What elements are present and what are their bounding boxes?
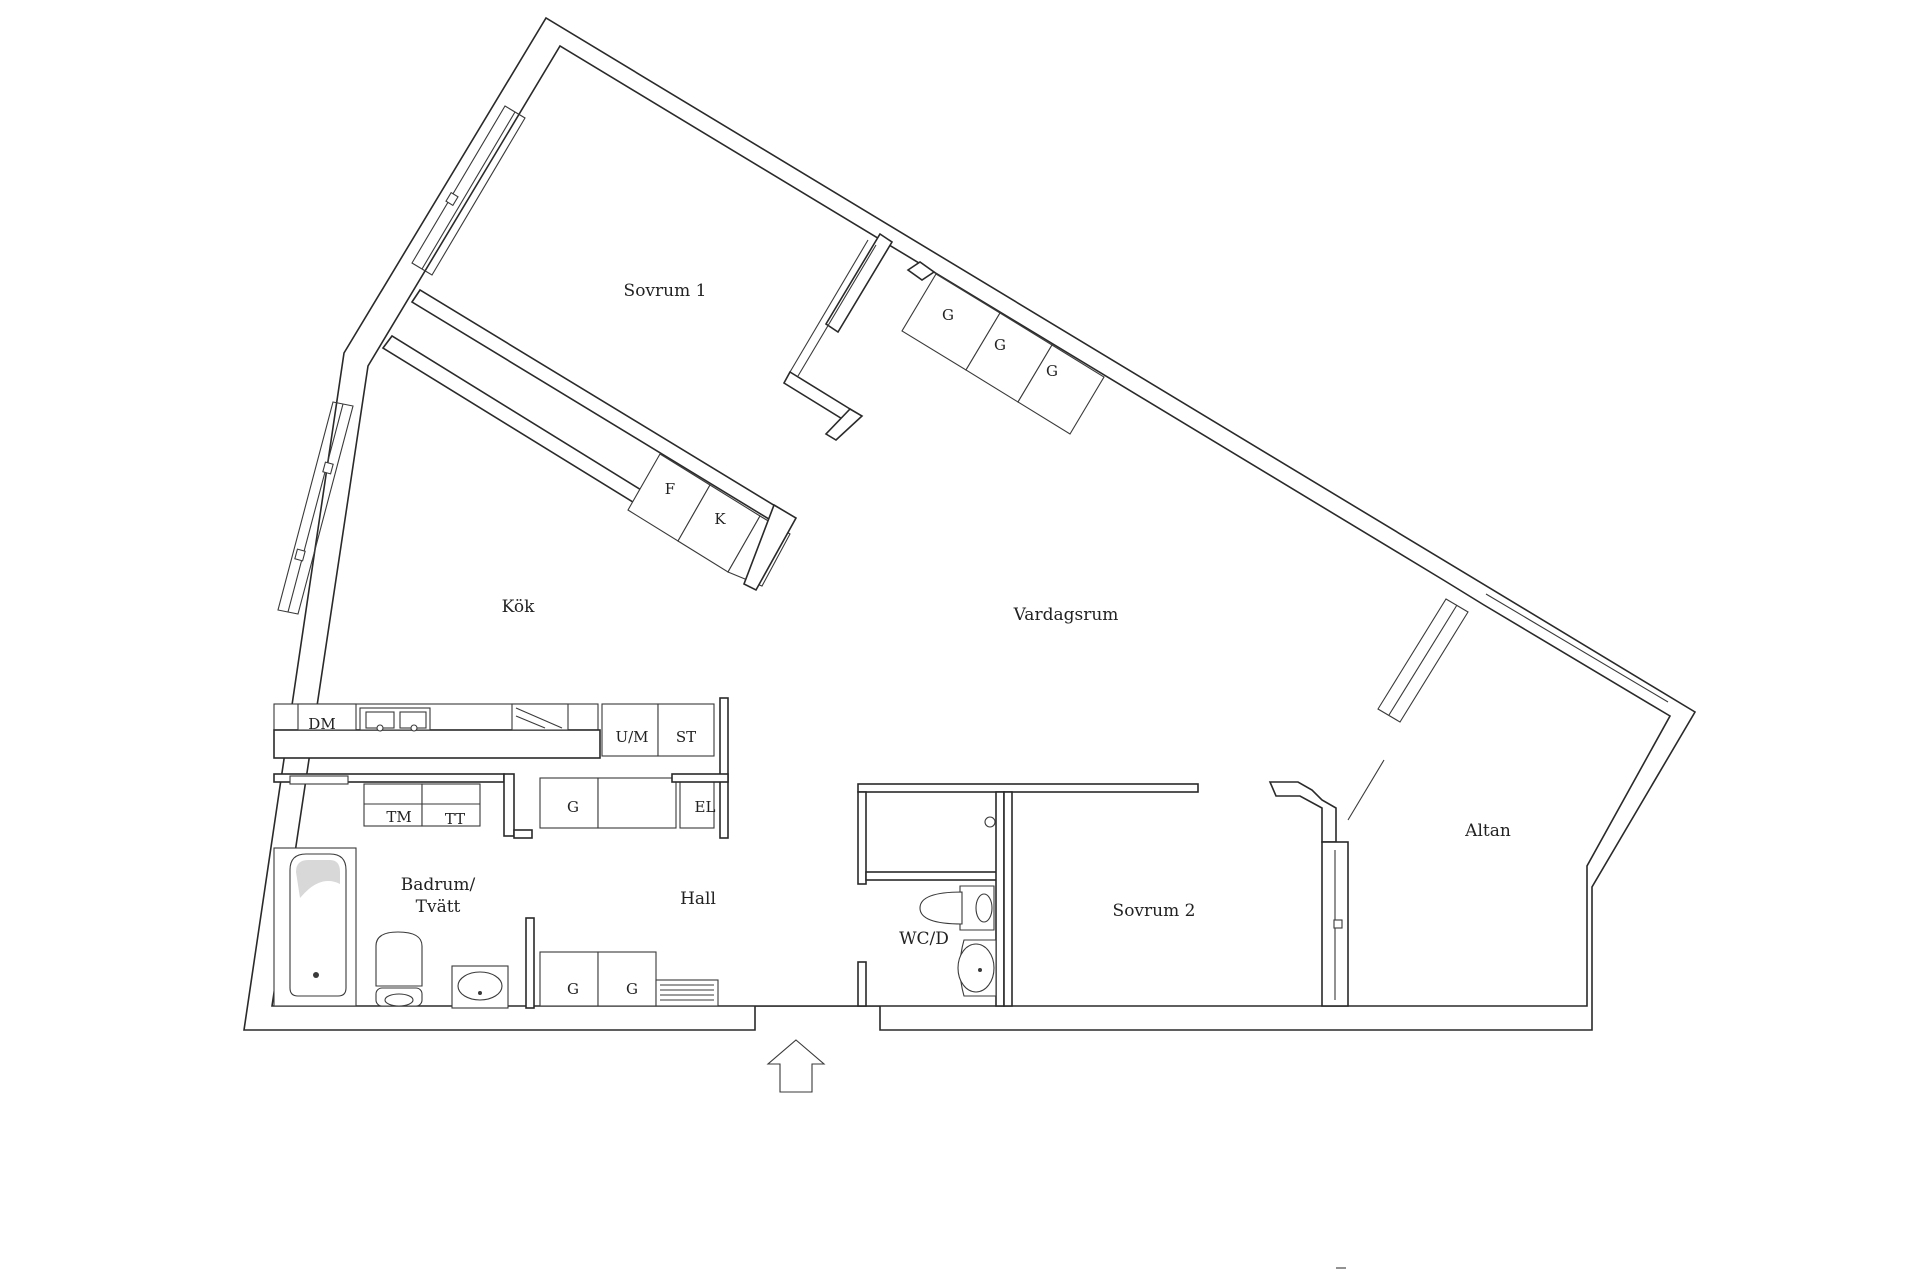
dryer-label: TT: [445, 810, 465, 828]
room-label-kok: Kök: [502, 597, 535, 617]
bathroom-fixtures: [273, 847, 997, 1009]
washer-label: TM: [386, 808, 411, 826]
windows: [277, 105, 1669, 723]
interior-walls: [273, 232, 1385, 1009]
wardrobe-label: G: [942, 306, 954, 324]
wardrobe-label: G: [994, 336, 1006, 354]
room-label-sovrum2: Sovrum 2: [1113, 901, 1196, 921]
room-label-altan: Altan: [1464, 821, 1511, 841]
room-label-badrum-line1: Badrum/: [401, 875, 476, 895]
electrical-label: EL: [695, 798, 716, 816]
microwave-label: U/M: [615, 728, 648, 746]
room-label-sovrum1: Sovrum 1: [624, 281, 707, 301]
wardrobe-label: G: [567, 980, 579, 998]
room-label-badrum-line2: Tvätt: [416, 897, 461, 917]
wardrobe-label: G: [626, 980, 638, 998]
exterior-walls: [243, 16, 1697, 1031]
room-label-hall: Hall: [680, 889, 716, 909]
room-label-wcd: WC/D: [899, 929, 949, 949]
wardrobe-label: G: [1046, 362, 1058, 380]
up-arrow-icon: [766, 1039, 826, 1093]
room-label-vardagsrum: Vardagsrum: [1013, 605, 1119, 625]
stove-label: ST: [676, 728, 696, 746]
wardrobe-label: G: [567, 798, 579, 816]
fridge-label: F: [665, 480, 675, 498]
freezer-label: K: [714, 510, 726, 528]
dishwasher-label: DM: [308, 715, 335, 733]
